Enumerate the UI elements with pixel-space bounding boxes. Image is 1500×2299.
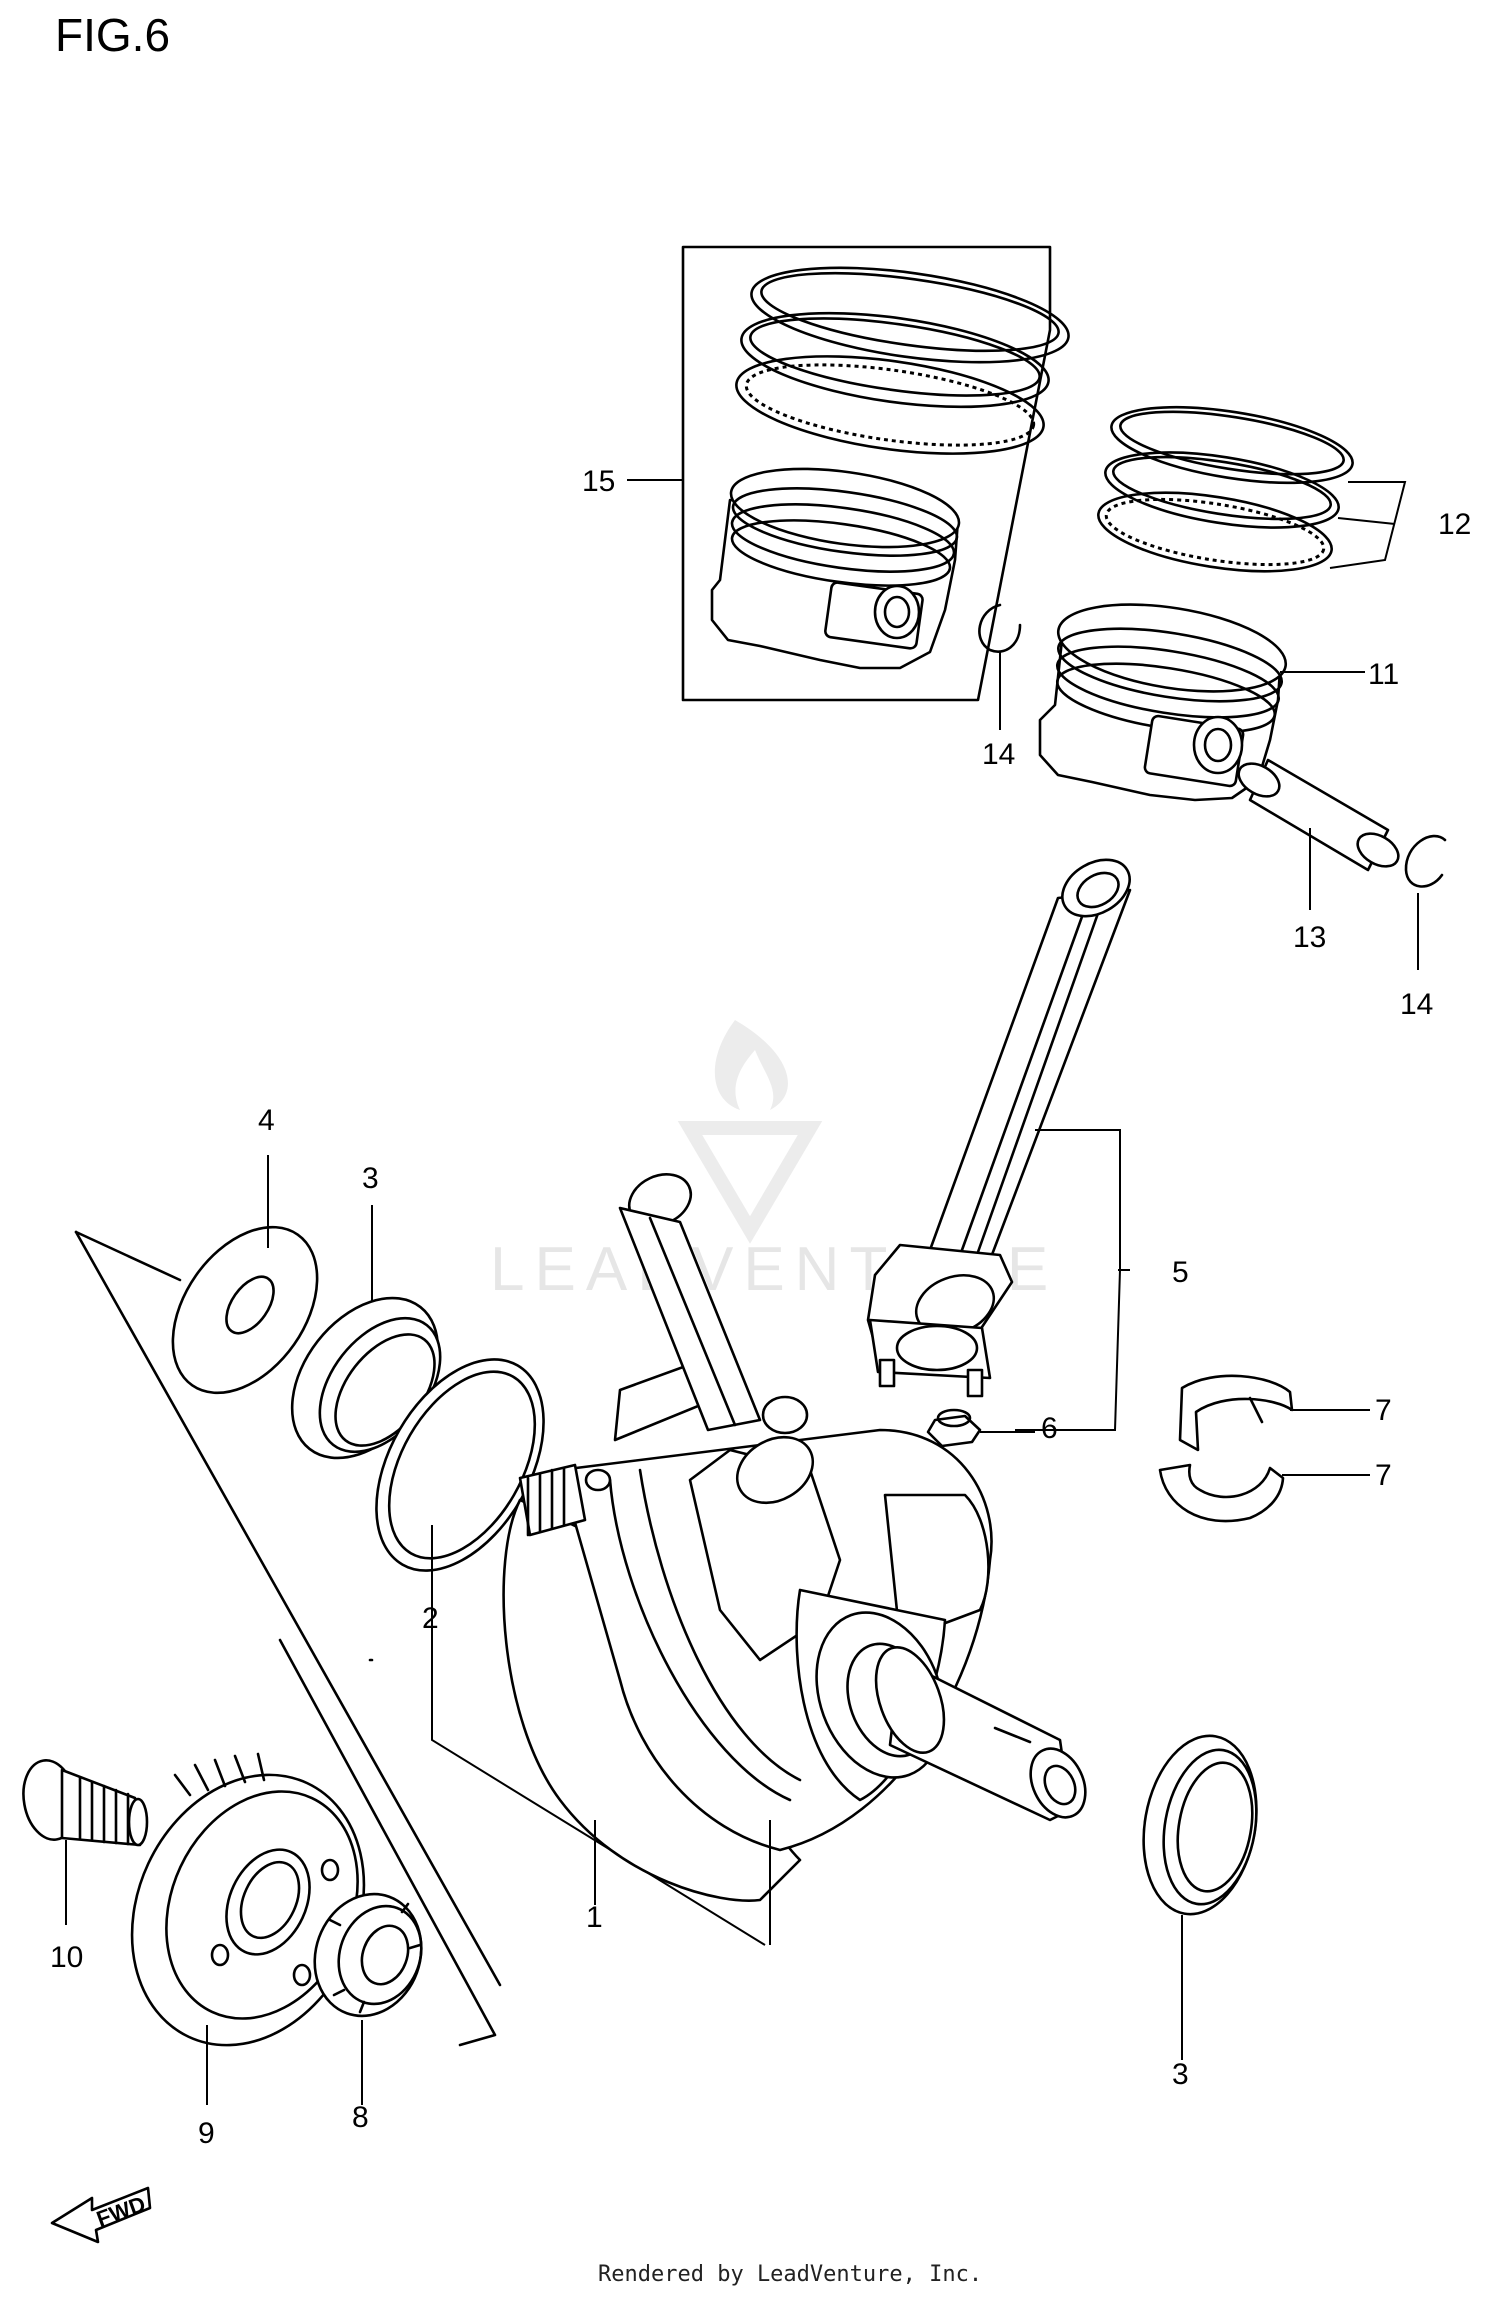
callout-5: 5 — [1172, 1256, 1189, 1289]
piston-assembly-box — [681, 245, 1070, 702]
callout-2: 2 — [422, 1602, 439, 1635]
callout-13: 13 — [1293, 921, 1326, 954]
connecting-rod — [866, 858, 1132, 1398]
figure-title: FIG.6 — [55, 9, 171, 61]
callout-3-upper: 3 — [362, 1162, 379, 1195]
callout-14-lower: 14 — [1400, 988, 1433, 1021]
callout-4: 4 — [258, 1104, 275, 1137]
main-bearing-lower — [1142, 1734, 1258, 1916]
thrust-shim — [375, 1358, 545, 1572]
callout-9: 9 — [198, 2117, 215, 2150]
callout-6: 6 — [1041, 1412, 1058, 1445]
primary-drive-gear — [130, 1752, 366, 2047]
rod-nut — [926, 1408, 982, 1448]
footer-credit: Rendered by LeadVenture, Inc. — [598, 2262, 983, 2287]
callout-3-lower: 3 — [1172, 2058, 1189, 2091]
fwd-label: FWD — [93, 2191, 149, 2232]
callout-7-upper: 7 — [1375, 1394, 1392, 1427]
rod-bearing-upper — [1178, 1374, 1294, 1452]
callout-12: 12 — [1438, 508, 1471, 541]
circlip-lower — [1404, 834, 1447, 888]
thrust-washer — [171, 1225, 319, 1395]
callout-15: 15 — [582, 465, 615, 498]
rod-bearing-lower — [1158, 1463, 1285, 1523]
callout-8: 8 — [352, 2101, 369, 2134]
callout-1: 1 — [586, 1901, 603, 1934]
gear-group-outline — [278, 1638, 497, 2047]
drive-gear-small — [313, 1892, 423, 2018]
piston — [1038, 603, 1288, 802]
callout-14-upper: 14 — [982, 738, 1015, 771]
callout-10: 10 — [50, 1941, 83, 1974]
callout-11: 11 — [1368, 658, 1399, 691]
piston-rings — [1097, 405, 1354, 573]
callout-7-lower: 7 — [1375, 1459, 1392, 1492]
crankshaft — [74, 1173, 1087, 1987]
fwd-arrow-icon: FWD — [50, 2186, 152, 2244]
gear-bolt — [22, 1759, 149, 1847]
circlip-upper — [978, 603, 1022, 653]
piston-pin — [1237, 758, 1400, 872]
